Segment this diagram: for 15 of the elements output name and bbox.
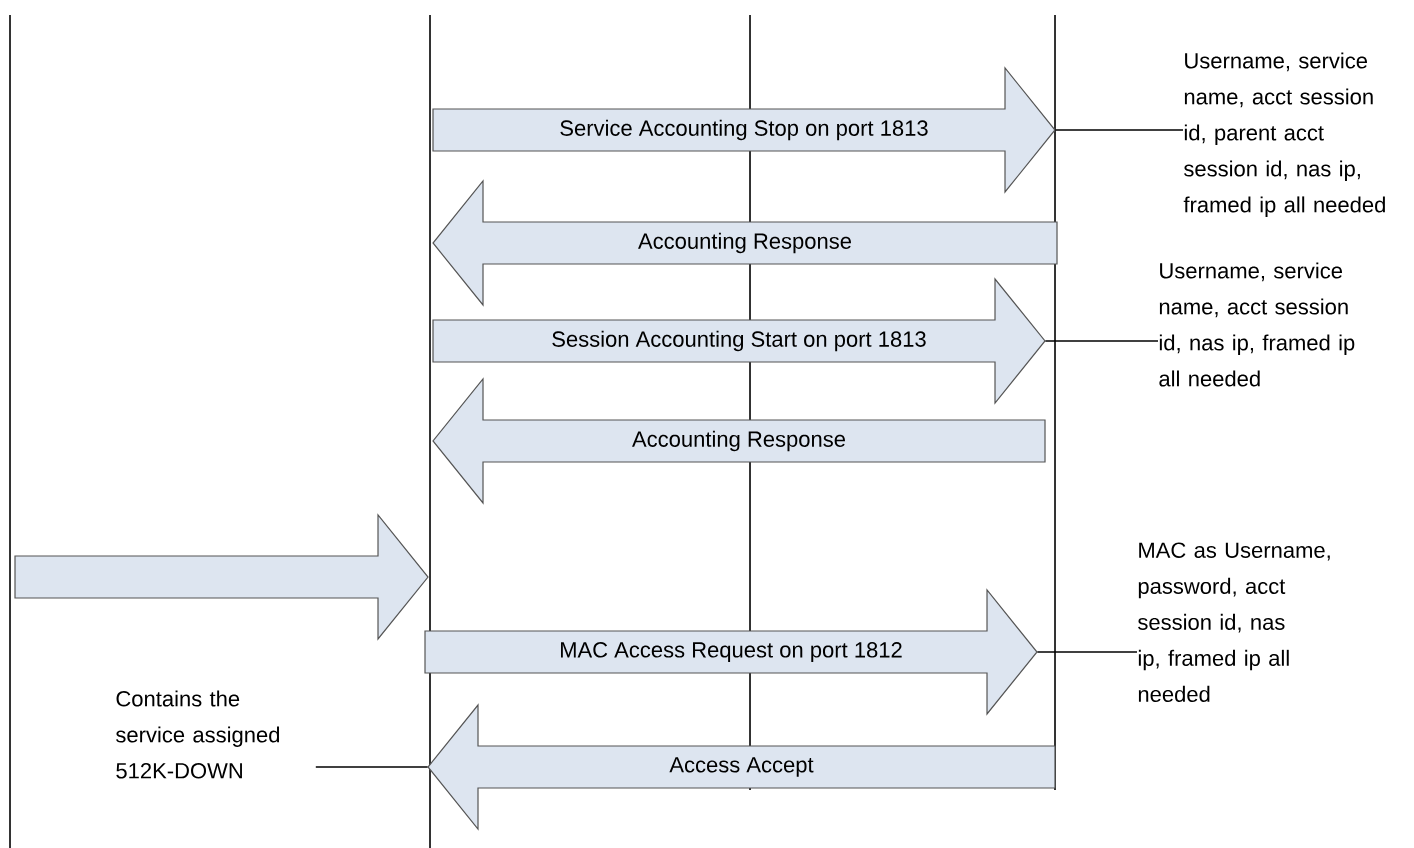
note-text: Username, service name, acct session id, nas ip, framed ip all needed (1159, 262, 1355, 387)
message-block: Service Accounting Stop on port 1813 (432, 66, 1056, 194)
message-block: Accounting Response (432, 179, 1058, 307)
message-block: Session Accounting Start on port 1813 (432, 277, 1046, 405)
message-block: MAC Access Request on port 1812 (424, 588, 1038, 716)
message-block (14, 513, 429, 641)
note-text: MAC as Username, password, acct session id, nas ip, framed ip all needed (1138, 542, 1330, 702)
leader-line (1054, 129, 1184, 131)
note-text: Username, service name, acct session id, parent acct session id, nas ip, framed ip all needed (1183, 52, 1385, 217)
message-block: Access Accept (427, 703, 1056, 831)
leader-line (315, 766, 429, 768)
note-text: Contains the service assigned 512K-DOWN (116, 690, 280, 779)
message-block: Accounting Response (432, 377, 1046, 505)
leader-line (1036, 651, 1138, 653)
leader-line (1044, 340, 1159, 342)
